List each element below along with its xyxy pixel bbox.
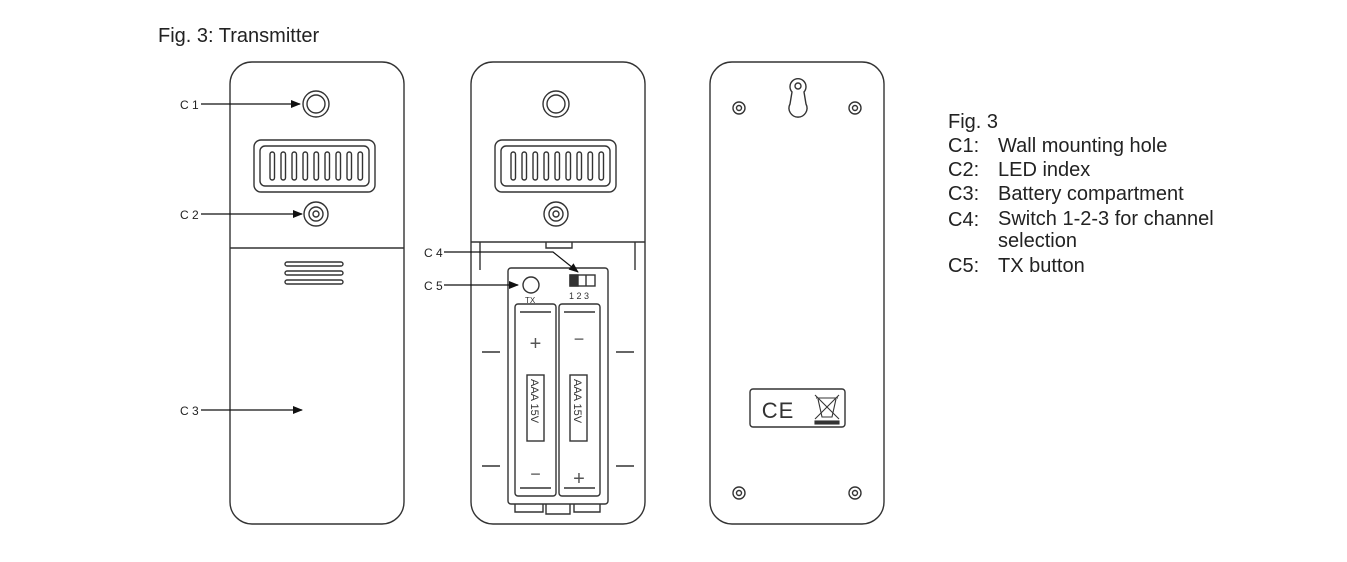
cover-ridges bbox=[284, 261, 344, 285]
legend-code: C1: bbox=[948, 135, 980, 157]
weee-bin-icon bbox=[814, 394, 840, 425]
legend-code: C3: bbox=[948, 183, 980, 205]
callout-c4-label: C 4 bbox=[424, 246, 443, 260]
legend-item: C5: TX button bbox=[948, 254, 1298, 278]
legend-code: C4: bbox=[948, 209, 980, 231]
open-housing bbox=[470, 61, 646, 525]
open-mounting-hole-icon bbox=[542, 90, 570, 118]
front-grill-slots bbox=[269, 151, 364, 181]
legend-text: TX button bbox=[998, 255, 1085, 277]
battery-slot-left bbox=[514, 303, 557, 497]
open-led-icon bbox=[543, 201, 569, 227]
legend-text: LED index bbox=[998, 159, 1091, 181]
screw-icon bbox=[732, 101, 862, 500]
battery-right-minus: − bbox=[574, 329, 585, 349]
back-housing bbox=[709, 61, 885, 525]
callout-c5-label: C 5 bbox=[424, 279, 443, 293]
battery-right-label: AAA 15V bbox=[571, 379, 583, 424]
callout-c1-label: C 1 bbox=[180, 98, 199, 112]
legend-item: C2: LED index bbox=[948, 158, 1298, 182]
legend-code: C5: bbox=[948, 255, 980, 277]
keyhole-icon bbox=[788, 78, 808, 118]
back-view bbox=[709, 61, 885, 525]
legend-heading: Fig. 3 bbox=[948, 111, 999, 133]
figure-title: Fig. 3: Transmitter bbox=[158, 25, 320, 47]
tx-label: TX bbox=[525, 296, 536, 305]
legend-item: C4: Switch 1-2-3 for channel selection bbox=[948, 208, 1298, 252]
battery-left-minus: − bbox=[530, 464, 541, 484]
led-icon bbox=[303, 201, 329, 227]
channel-switch-icon bbox=[569, 274, 596, 287]
callout-c2-label: C 2 bbox=[180, 208, 199, 222]
front-housing bbox=[229, 61, 405, 525]
ce-mark: CE bbox=[762, 398, 795, 423]
legend-item: C3: Battery compartment bbox=[948, 182, 1298, 206]
legend: Fig. 3 C1: Wall mounting hole C2: LED in… bbox=[948, 110, 1298, 278]
battery-left-plus: + bbox=[530, 333, 542, 355]
open-view bbox=[470, 61, 646, 525]
switch-numbers-label: 1 2 3 bbox=[569, 291, 589, 301]
front-grill bbox=[253, 139, 376, 193]
legend-code: C2: bbox=[948, 159, 980, 181]
open-grill bbox=[494, 139, 617, 193]
mounting-hole-icon bbox=[302, 90, 330, 118]
legend-item: C1: Wall mounting hole bbox=[948, 134, 1298, 158]
legend-text: Wall mounting hole bbox=[998, 135, 1168, 157]
legend-text: Battery compartment bbox=[998, 183, 1184, 205]
battery-left-label: AAA 15V bbox=[528, 379, 540, 424]
battery-right-plus: + bbox=[573, 468, 585, 490]
compliance-plate bbox=[749, 388, 846, 428]
legend-text: Switch 1-2-3 for channel selection bbox=[998, 208, 1214, 252]
battery-compartment bbox=[507, 267, 609, 505]
tx-button-icon bbox=[522, 276, 540, 294]
callout-c3-label: C 3 bbox=[180, 404, 199, 418]
callout-c4-arrow bbox=[444, 251, 579, 273]
front-view bbox=[229, 61, 405, 525]
battery-slot-right bbox=[558, 303, 601, 497]
